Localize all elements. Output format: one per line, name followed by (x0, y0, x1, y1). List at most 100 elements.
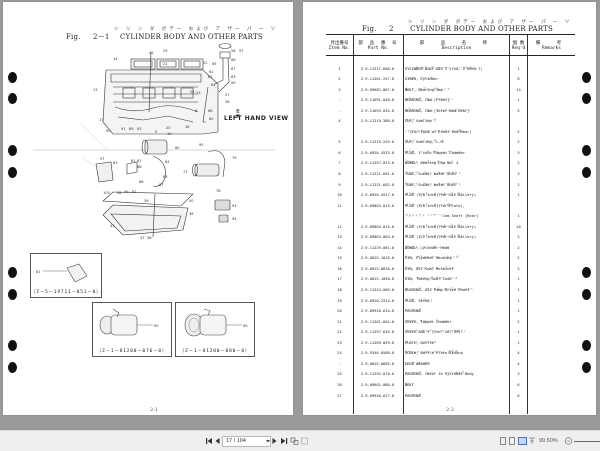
rotate-button[interactable] (290, 436, 299, 446)
inset-compressor-b: 90 （Z－1－81200－080－0） (175, 302, 255, 357)
part-no: Z-9-0815-1050-0 (360, 277, 395, 282)
zoom-out-icon (564, 437, 573, 445)
description-jp: (フェースのフロントおよびリヤー用) (405, 128, 464, 133)
svg-text:95: 95 (199, 143, 204, 147)
quantity-required: 2 (517, 161, 520, 166)
continuous-view-button[interactable] (509, 437, 515, 445)
two-page-view-button[interactable] (518, 437, 527, 445)
binder-hole (8, 362, 17, 373)
description-en: PACKING, Cover to Cylinder Body (405, 372, 474, 377)
next-page-button[interactable] (271, 436, 278, 446)
page-dropdown-button[interactable] (264, 436, 271, 447)
svg-text:79: 79 (232, 156, 237, 160)
part-no: Z-9-11219-308-0 (360, 119, 395, 124)
svg-text:18: 18 (185, 125, 190, 129)
description-en: TUBE, Guide, Water Duct (405, 182, 457, 187)
svg-text:86: 86 (139, 180, 144, 184)
description-jp: プラグ インチ (プレート用) (405, 202, 453, 207)
inset-part-number: （Z－1－81200－076－0） (96, 349, 168, 354)
description-en: PLUG (1/2 inch)(for Oil Gallery) (405, 235, 477, 240)
svg-text:84: 84 (165, 160, 170, 164)
fit-page-button[interactable] (300, 436, 309, 446)
zoom-out-button[interactable] (563, 436, 573, 446)
part-no: Z-9-09863-003-0 (360, 235, 395, 240)
description-en: DOWEL, Cylinder Head (405, 245, 450, 250)
document-viewport[interactable]: シ リ ン ダ ボデー および ア ザー パ ー ツ Fig. 2－1 CYLI… (0, 0, 600, 430)
part-no: Z-9-11297-626-0 (360, 330, 395, 335)
quantity-required: 2 (517, 235, 520, 240)
description-jp: カップ, シーリング, 大 (405, 139, 445, 144)
description-en: TUBE, Guide, Water Duct (405, 172, 457, 177)
svg-text:89: 89 (129, 127, 134, 131)
svg-text:90: 90 (243, 324, 248, 328)
item-no: 21 (337, 319, 342, 324)
description: カバーアッセンブリ (25, 28を含む)COVER ASS'Y (Inc. 2… (402, 329, 510, 334)
svg-text:41: 41 (110, 224, 115, 228)
page-number-input[interactable]: 17 / 104 (222, 436, 271, 447)
two-page-continuous-view-button[interactable] (528, 436, 536, 446)
description: (フェースのフロントおよびリヤー用) (For Face of Front an… (402, 128, 510, 134)
svg-text:90: 90 (106, 129, 111, 133)
figure-title: Fig. 2－1 CYLINDER BODY AND OTHER PARTS (66, 33, 263, 41)
binder-hole (582, 93, 591, 104)
description-en: (For Face of Front and Rear) (405, 129, 472, 134)
item-no: 10 (337, 193, 342, 198)
part-no: Z-9-0920-5517-0 (360, 193, 395, 198)
svg-text:37: 37 (140, 236, 145, 240)
quantity-required: 2 (517, 256, 520, 261)
svg-text:13: 13 (93, 88, 98, 92)
quantity-required: 1 (517, 214, 520, 219)
zoom-slider[interactable] (574, 441, 600, 442)
item-no: 5 (338, 140, 341, 145)
prev-page-button[interactable] (214, 436, 221, 446)
description-jp: ピン, タイミング ギヤー ケース (405, 276, 459, 281)
description-en: PLUG, Screw (405, 298, 430, 303)
item-no: 18 (337, 288, 342, 293)
item-no: 24 (337, 351, 342, 356)
svg-text:57: 57 (239, 49, 244, 53)
description: カムシャフト (リヤー) Cam Shaft [Rear] (402, 213, 510, 218)
svg-text:78: 78 (216, 189, 221, 193)
first-page-button[interactable] (205, 436, 213, 446)
svg-text:58: 58 (231, 49, 236, 53)
single-page-view-button[interactable] (500, 437, 506, 445)
svg-text:21: 21 (163, 62, 168, 66)
quantity-required: 4 (517, 361, 520, 366)
description-jp: ボルト, ベアリングキャップ (405, 86, 451, 91)
last-page-button[interactable] (280, 436, 288, 446)
description-jp: ブッシング, オイルポンプドライブシャフト (405, 287, 475, 292)
svg-text:66: 66 (231, 58, 236, 62)
item-no: 22 (337, 330, 342, 335)
binder-hole (582, 72, 591, 83)
svg-text:81: 81 (131, 159, 136, 163)
quantity-required: 2 (517, 140, 520, 145)
description: プラグ インチ (オイルギャラリ用)PLUG (1/2 inch)(for Oi… (402, 234, 510, 240)
description-jp: パッキング (405, 392, 422, 397)
item-no: 23 (337, 340, 342, 345)
description-jp: パッキング, カバー 一 シリンダボデー (405, 371, 469, 376)
item-no: 2 (338, 77, 341, 82)
zoom-level[interactable]: 99.50% (539, 438, 558, 444)
description-en: CUP, Sealing, L.H (405, 140, 443, 145)
description-jp: チューブ, ガイド, ウォータダクト (405, 181, 462, 186)
inset-part-number: （Z－5－19711－051－0） (31, 290, 102, 295)
